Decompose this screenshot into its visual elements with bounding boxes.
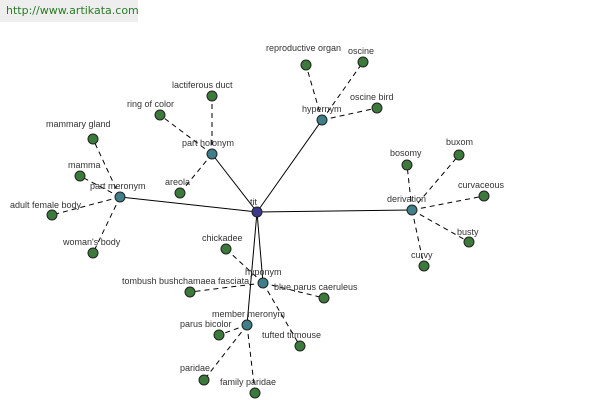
- edge-derivation-curvaceous: [411, 195, 485, 211]
- center-label-tit: tit: [250, 197, 258, 207]
- leaf-node-reproductive-organ[interactable]: [300, 59, 312, 71]
- edge-tit-part-holonym: [211, 153, 258, 213]
- relation-label-hypernym: hypernym: [302, 104, 342, 114]
- edge-derivation-busty: [411, 209, 470, 243]
- relation-node-member-meronym[interactable]: [241, 319, 253, 331]
- relation-node-derivation[interactable]: [406, 204, 418, 216]
- leaf-label-reproductive-organ: reproductive organ: [266, 43, 341, 53]
- leaf-label-ring-of-color: ring of color: [127, 99, 174, 109]
- edge-part-meronym-mammary-gland: [92, 138, 121, 198]
- relation-label-hyponym: hyponym: [245, 267, 282, 277]
- leaf-label-areola: areola: [165, 177, 190, 187]
- leaf-label-oscine: oscine: [348, 46, 374, 56]
- leaf-label-mammary-gland: mammary gland: [46, 119, 111, 129]
- relation-label-part-holonym: part holonym: [182, 138, 234, 148]
- leaf-node-mammary-gland[interactable]: [87, 133, 99, 145]
- edge-hypernym-reproductive-organ: [305, 64, 323, 121]
- edge-tit-hyponym: [256, 211, 264, 284]
- leaf-node-curvaceous[interactable]: [478, 190, 490, 202]
- edge-tit-hypernym: [256, 119, 323, 213]
- nodes-layer: [46, 56, 490, 399]
- leaf-node-curvy[interactable]: [418, 260, 430, 272]
- edge-part-meronym-mamma: [79, 175, 121, 198]
- edge-tit-member-meronym: [246, 211, 258, 326]
- leaf-node-adult-female-body[interactable]: [46, 209, 58, 221]
- leaf-label-tombush-bushchamaea-fasciata: tombush bushchamaea fasciata: [122, 276, 249, 286]
- leaf-label-buxom: buxom: [446, 137, 473, 147]
- leaf-label-bosomy: bosomy: [390, 148, 422, 158]
- edge-part-meronym-woman-s-body: [92, 196, 121, 254]
- leaf-label-busty: busty: [457, 227, 479, 237]
- relation-label-part-meronym: part meronym: [90, 181, 146, 191]
- edge-derivation-curvy: [411, 209, 425, 267]
- leaf-label-family-paridae: family paridae: [220, 377, 276, 387]
- edge-derivation-bosomy: [406, 164, 413, 211]
- edge-tit-part-meronym: [119, 196, 258, 213]
- leaf-node-areola[interactable]: [174, 187, 186, 199]
- relation-node-hyponym[interactable]: [257, 277, 269, 289]
- leaf-node-bosomy[interactable]: [401, 159, 413, 171]
- leaf-label-lactiferous-duct: lactiferous duct: [172, 80, 233, 90]
- edge-part-holonym-ring-of-color: [159, 114, 213, 155]
- edge-hypernym-oscine: [321, 61, 364, 121]
- leaf-node-family-paridae[interactable]: [249, 387, 261, 399]
- edge-derivation-buxom: [411, 154, 460, 211]
- leaf-label-chickadee: chickadee: [202, 233, 243, 243]
- leaf-label-mamma: mamma: [68, 160, 101, 170]
- edge-member-meronym-family-paridae: [246, 324, 256, 394]
- leaf-node-tufted-titmouse[interactable]: [294, 340, 306, 352]
- leaf-node-chickadee[interactable]: [220, 243, 232, 255]
- relation-node-part-meronym[interactable]: [114, 191, 126, 203]
- labels-layer: lactiferous duct ring of color areola part …: [10, 43, 505, 387]
- leaf-node-buxom[interactable]: [453, 149, 465, 161]
- leaf-label-oscine-bird: oscine bird: [350, 92, 394, 102]
- leaf-node-blue-parus-caeruleus[interactable]: [318, 292, 330, 304]
- leaf-label-parus-bicolor: parus bicolor: [180, 319, 232, 329]
- leaf-node-ring-of-color[interactable]: [154, 109, 166, 121]
- leaf-node-busty[interactable]: [463, 236, 475, 248]
- edge-hyponym-blue-parus-caeruleus: [262, 282, 325, 299]
- leaf-node-parus-bicolor[interactable]: [213, 329, 225, 341]
- leaf-label-adult-female-body: adult female body: [10, 200, 82, 210]
- edge-hypernym-oscine-bird: [321, 107, 378, 121]
- leaf-label-tufted-titmouse: tufted titmouse: [262, 330, 321, 340]
- relation-label-member-meronym: member meronym: [212, 309, 285, 319]
- leaf-label-blue-parus-caeruleus: blue parus caeruleus: [274, 282, 358, 292]
- leaf-label-woman-s-body: woman's body: [62, 237, 121, 247]
- relation-node-part-holonym[interactable]: [206, 148, 218, 160]
- edge-tit-derivation: [256, 209, 413, 213]
- watermark-url: http://www.artikata.com: [0, 0, 139, 22]
- relation-label-derivation: derivation: [387, 194, 426, 204]
- leaf-node-oscine-bird[interactable]: [371, 102, 383, 114]
- leaf-node-tombush-bushchamaea-fasciata[interactable]: [184, 286, 196, 298]
- edges-layer: [51, 61, 485, 394]
- edge-member-meronym-paridae: [203, 324, 248, 381]
- edge-hyponym-tufted-titmouse: [262, 282, 301, 347]
- leaf-node-woman-s-body[interactable]: [87, 247, 99, 259]
- leaf-label-paridae: paridae: [180, 363, 210, 373]
- edge-part-holonym-areola: [179, 153, 213, 194]
- leaf-label-curvy: curvy: [411, 250, 433, 260]
- center-node-tit[interactable]: [251, 206, 263, 218]
- leaf-node-lactiferous-duct[interactable]: [206, 90, 218, 102]
- leaf-label-curvaceous: curvaceous: [458, 180, 505, 190]
- leaf-node-mamma[interactable]: [74, 170, 86, 182]
- leaf-node-oscine[interactable]: [357, 56, 369, 68]
- leaf-node-paridae[interactable]: [198, 374, 210, 386]
- edge-part-meronym-adult-female-body: [51, 196, 121, 216]
- relation-node-hypernym[interactable]: [316, 114, 328, 126]
